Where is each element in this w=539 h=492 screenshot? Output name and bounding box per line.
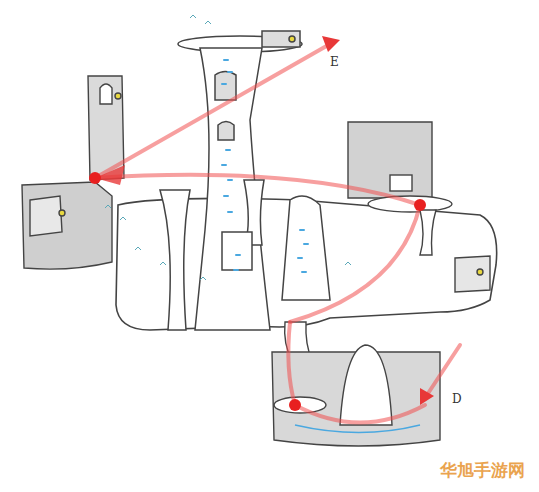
map-shape <box>295 425 420 433</box>
route-points <box>89 172 426 411</box>
waterfall <box>222 60 308 272</box>
map-shape <box>420 388 434 405</box>
map-shape <box>215 72 236 101</box>
map-shape <box>222 60 308 272</box>
route-lines <box>95 44 460 423</box>
map-shape <box>95 44 330 178</box>
map-shape <box>390 175 412 191</box>
map-shape <box>477 269 483 275</box>
right-building <box>348 122 490 292</box>
map-shape <box>414 199 426 211</box>
map-shape <box>218 122 234 141</box>
map-shape <box>289 399 301 411</box>
map-shape <box>262 31 300 47</box>
map-shape <box>100 84 112 104</box>
map-shape <box>160 190 190 330</box>
route-arrows <box>95 36 434 405</box>
watermark: 华旭手游网 <box>440 462 525 479</box>
map-shape <box>289 36 295 42</box>
left-cliff <box>22 76 124 269</box>
map-shape <box>59 210 65 216</box>
map-shape <box>340 345 392 425</box>
map-shape <box>368 196 452 212</box>
map-shape <box>455 256 490 292</box>
map-shape <box>222 232 252 270</box>
route-end-letter: D <box>452 393 462 405</box>
map-shape <box>295 405 425 423</box>
map-shape <box>115 93 121 99</box>
map-shape <box>30 196 62 236</box>
map-shape <box>425 345 460 398</box>
map-shape <box>274 397 326 413</box>
map-shape <box>290 205 420 322</box>
map-shape <box>89 172 101 184</box>
map-shape <box>22 182 112 269</box>
map-shape <box>348 122 432 198</box>
route-end-letter: E <box>330 56 339 68</box>
map-shape <box>195 48 270 330</box>
map-shape <box>420 210 436 255</box>
map-shape <box>322 36 340 52</box>
map-shape <box>288 322 295 405</box>
map-shape <box>282 196 330 300</box>
lower-cave <box>272 322 440 446</box>
map-shape <box>95 175 420 205</box>
